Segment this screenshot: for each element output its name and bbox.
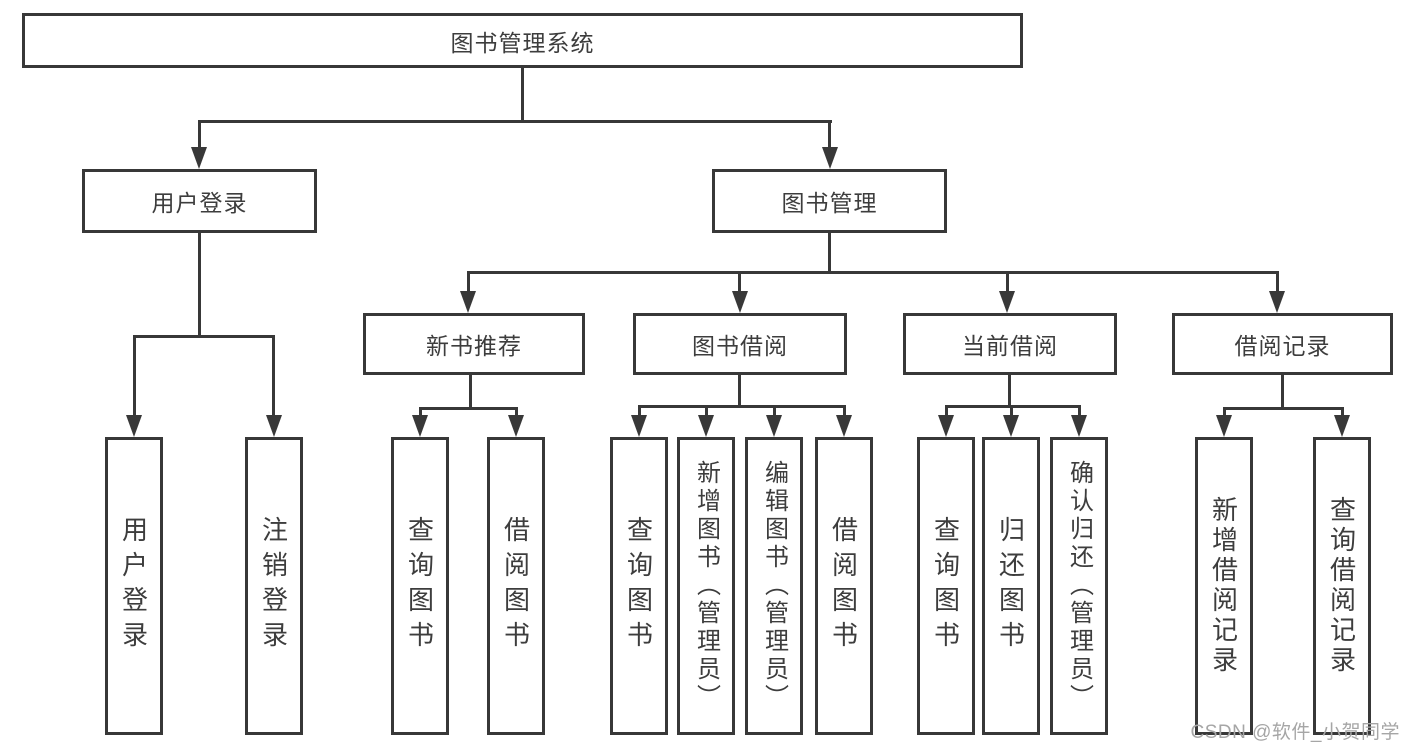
connector-vline bbox=[828, 233, 831, 271]
connector-vline bbox=[1008, 375, 1011, 405]
arrow-down-icon bbox=[1334, 415, 1350, 437]
leaf-confirm-return-admin: 确认归还（管理员） bbox=[1050, 437, 1108, 735]
arrow-down-icon bbox=[191, 147, 207, 169]
connector-vline bbox=[738, 375, 741, 405]
leaf-label: 查询图书 bbox=[930, 516, 961, 656]
leaf-borrow-books-recommend: 借阅图书 bbox=[487, 437, 545, 735]
connector-vline bbox=[1010, 405, 1013, 417]
node-label: 图书管理系统 bbox=[450, 29, 595, 56]
arrow-down-icon bbox=[766, 415, 782, 437]
arrow-down-icon bbox=[508, 415, 524, 437]
leaf-label: 归还图书 bbox=[995, 516, 1026, 656]
arrow-down-icon bbox=[836, 415, 852, 437]
node-label: 图书借阅 bbox=[692, 333, 788, 359]
arrow-down-icon bbox=[1003, 415, 1019, 437]
connector-vline bbox=[1281, 375, 1284, 407]
node-borrowing-records: 借阅记录 bbox=[1172, 313, 1393, 375]
connector-vline bbox=[1078, 405, 1081, 417]
connector-vline bbox=[521, 68, 524, 120]
leaf-label: 借阅图书 bbox=[500, 516, 531, 656]
leaf-label: 编辑图书（管理员） bbox=[760, 460, 788, 712]
connector-vline bbox=[467, 271, 470, 292]
arrow-down-icon bbox=[460, 291, 476, 313]
connector-vline bbox=[738, 271, 741, 292]
leaf-query-books-borrowing: 查询图书 bbox=[610, 437, 668, 735]
arrow-down-icon bbox=[126, 415, 142, 437]
connector-vline bbox=[198, 120, 201, 149]
connector-vline bbox=[272, 335, 275, 417]
connector-vline bbox=[705, 405, 708, 417]
node-label: 借阅记录 bbox=[1234, 333, 1331, 359]
leaf-user-login: 用户登录 bbox=[105, 437, 163, 735]
connector-vline bbox=[469, 375, 472, 407]
node-current-borrowing: 当前借阅 bbox=[903, 313, 1117, 375]
arrow-down-icon bbox=[732, 291, 748, 313]
node-user-login: 用户登录 bbox=[82, 169, 317, 233]
arrow-down-icon bbox=[1071, 415, 1087, 437]
node-label: 用户登录 bbox=[151, 190, 248, 216]
connector-vline bbox=[945, 405, 948, 417]
leaf-borrow-books-borrowing: 借阅图书 bbox=[815, 437, 873, 735]
connector-hline bbox=[467, 271, 1279, 274]
connector-vline bbox=[1006, 271, 1009, 292]
connector-vline bbox=[133, 335, 136, 417]
leaf-add-borrow-record: 新增借阅记录 bbox=[1195, 437, 1253, 735]
leaf-return-books: 归还图书 bbox=[982, 437, 1040, 735]
connector-hline bbox=[1223, 407, 1344, 410]
connector-hline bbox=[198, 120, 832, 123]
node-book-management: 图书管理 bbox=[712, 169, 947, 233]
leaf-edit-books-admin: 编辑图书（管理员） bbox=[745, 437, 803, 735]
arrow-down-icon bbox=[1269, 291, 1285, 313]
connector-vline bbox=[773, 405, 776, 417]
leaf-label: 注销登录 bbox=[258, 516, 289, 656]
arrow-down-icon bbox=[938, 415, 954, 437]
arrow-down-icon bbox=[631, 415, 647, 437]
connector-vline bbox=[1223, 407, 1226, 417]
leaf-query-borrow-record: 查询借阅记录 bbox=[1313, 437, 1371, 735]
node-root-library-system: 图书管理系统 bbox=[22, 13, 1023, 68]
connector-hline bbox=[133, 335, 275, 338]
connector-vline bbox=[1341, 407, 1344, 417]
leaf-label: 查询借阅记录 bbox=[1326, 496, 1357, 676]
connector-vline bbox=[198, 233, 201, 335]
leaf-label: 查询图书 bbox=[623, 516, 654, 656]
node-label: 当前借阅 bbox=[962, 333, 1058, 359]
leaf-label: 借阅图书 bbox=[828, 516, 859, 656]
arrow-down-icon bbox=[822, 147, 838, 169]
arrow-down-icon bbox=[1216, 415, 1232, 437]
arrow-down-icon bbox=[999, 291, 1015, 313]
node-new-book-recommendation: 新书推荐 bbox=[363, 313, 585, 375]
leaf-query-books-current: 查询图书 bbox=[917, 437, 975, 735]
leaf-add-books-admin: 新增图书（管理员） bbox=[677, 437, 735, 735]
leaf-label: 新增借阅记录 bbox=[1208, 496, 1239, 676]
connector-hline bbox=[638, 405, 846, 408]
arrow-down-icon bbox=[698, 415, 714, 437]
node-label: 新书推荐 bbox=[426, 333, 522, 359]
connector-vline bbox=[843, 405, 846, 417]
connector-vline bbox=[1276, 271, 1279, 292]
connector-hline bbox=[945, 405, 1081, 408]
connector-hline bbox=[419, 407, 518, 410]
connector-vline bbox=[515, 407, 518, 417]
leaf-label: 查询图书 bbox=[404, 516, 435, 656]
csdn-watermark: CSDN @软件_小贺同学 bbox=[1190, 722, 1400, 743]
node-book-borrowing: 图书借阅 bbox=[633, 313, 847, 375]
connector-vline bbox=[828, 120, 831, 149]
leaf-label: 确认归还（管理员） bbox=[1065, 460, 1093, 712]
leaf-label: 用户登录 bbox=[118, 516, 149, 656]
node-label: 图书管理 bbox=[781, 190, 878, 216]
leaf-logout: 注销登录 bbox=[245, 437, 303, 735]
arrow-down-icon bbox=[266, 415, 282, 437]
connector-vline bbox=[638, 405, 641, 417]
leaf-label: 新增图书（管理员） bbox=[692, 460, 720, 712]
arrow-down-icon bbox=[412, 415, 428, 437]
leaf-query-books-recommend: 查询图书 bbox=[391, 437, 449, 735]
connector-vline bbox=[419, 407, 422, 417]
